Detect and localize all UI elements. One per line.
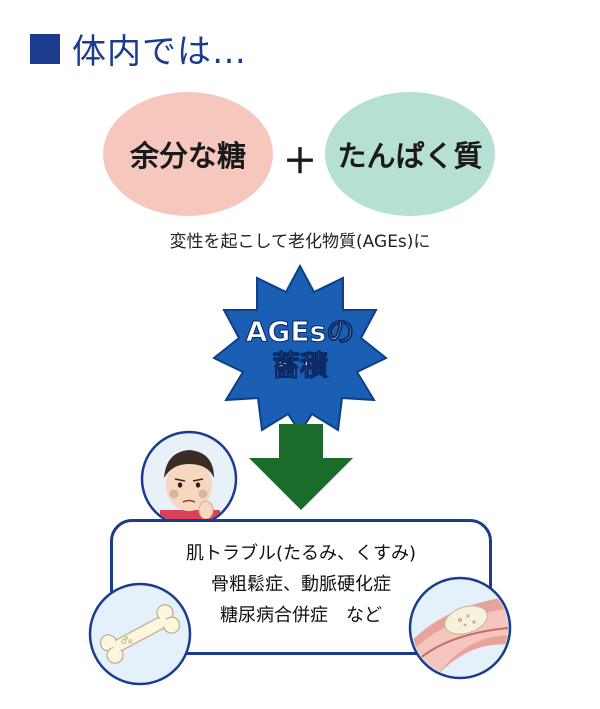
effect-item-diabetes: 糖尿病合併症 など [220,605,382,626]
protein-label: たんぱく質 [337,139,483,173]
plus-operator: ＋ [283,142,317,182]
heading-title: 体内では… [72,32,247,72]
heading-square-icon [30,33,60,64]
effect-item-bone-artery: 骨粗鬆症、動脈硬化症 [211,574,391,595]
sugar-bubble: 余分な糖 [103,92,273,216]
burst-line1: AGEsの [245,315,355,349]
burst-line2: 蓄積 [271,349,328,383]
worried-face-icon [140,430,238,528]
protein-bubble: たんぱく質 [325,92,495,216]
ages-burst: AGEsの 蓄積 [212,264,388,434]
blood-vessel-icon [408,576,512,680]
bone-icon [88,582,192,686]
sugar-label: 余分な糖 [129,139,246,173]
down-arrow-icon [249,424,353,510]
effects-list: 肌トラブル(たるみ、くすみ) 骨粗鬆症、動脈硬化症 糖尿病合併症 など [110,538,492,631]
reaction-caption: 変性を起こして老化物質(AGEs)に [169,232,431,252]
section-heading: 体内では… [30,24,247,73]
effect-item-skin: 肌トラブル(たるみ、くすみ) [185,543,417,564]
